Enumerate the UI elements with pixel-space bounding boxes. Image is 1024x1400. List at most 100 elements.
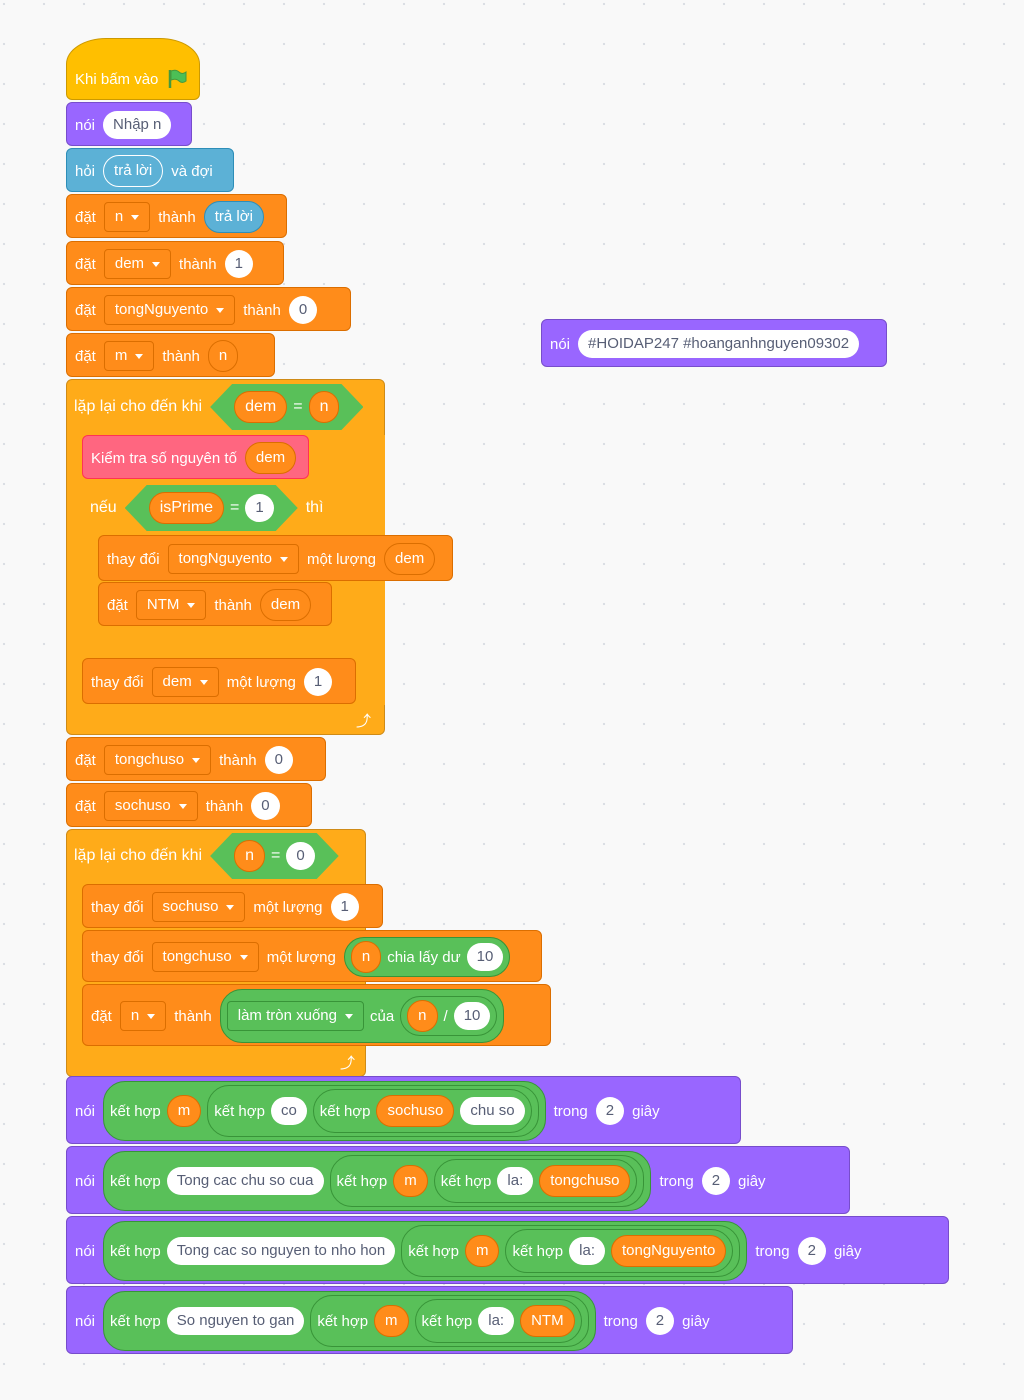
text-input[interactable]: co bbox=[270, 1097, 307, 1125]
variable-reporter[interactable]: n bbox=[350, 941, 382, 973]
set-variable-block[interactable]: đặt n thành trả lời bbox=[66, 194, 287, 238]
change-variable-block[interactable]: thay đổi tongchuso một lượng n chia lấy … bbox=[82, 930, 542, 982]
join-operator[interactable]: kết hợp la: tongNguyento bbox=[505, 1229, 734, 1273]
join-operator[interactable]: kết hợp la: tongchuso bbox=[433, 1159, 638, 1203]
set-variable-block[interactable]: đặt dem thành 1 bbox=[66, 241, 284, 285]
function-dropdown[interactable]: làm tròn xuống bbox=[226, 1001, 364, 1031]
variable-dropdown[interactable]: n bbox=[119, 1001, 167, 1031]
change-label: thay đổi bbox=[107, 550, 160, 568]
variable-reporter[interactable]: n bbox=[207, 340, 239, 372]
text-input[interactable]: Tong cac so nguyen to nho hon bbox=[166, 1237, 396, 1265]
say-text-input[interactable]: Nhập n bbox=[103, 111, 172, 139]
equals-condition[interactable]: isPrime = 1 bbox=[125, 485, 298, 531]
join-operator[interactable]: kết hợp co kết hợp sochuso chu so bbox=[207, 1085, 539, 1137]
answer-reporter[interactable]: trả lời bbox=[103, 155, 164, 187]
value-input[interactable]: 1 bbox=[330, 893, 359, 921]
change-variable-block[interactable]: thay đổi tongNguyento một lượng dem bbox=[98, 535, 453, 581]
join-operator[interactable]: kết hợp Tong cac so nguyen to nho hon kế… bbox=[103, 1221, 748, 1281]
say-for-secs-block[interactable]: nói kết hợp Tong cac chu so cua kết hợp … bbox=[66, 1146, 850, 1214]
change-variable-block[interactable]: thay đổi sochuso một lượng 1 bbox=[82, 884, 383, 928]
say-block[interactable]: nói Nhập n bbox=[66, 102, 192, 146]
text-input[interactable]: chu so bbox=[460, 1097, 525, 1125]
value-input[interactable]: 0 bbox=[286, 842, 314, 870]
divide-operator[interactable]: n / 10 bbox=[400, 996, 498, 1036]
value-input[interactable]: 0 bbox=[288, 296, 318, 324]
join-label: kết hợp bbox=[319, 1102, 371, 1120]
say-for-secs-block[interactable]: nói kết hợp Tong cac so nguyen to nho ho… bbox=[66, 1216, 949, 1284]
say-for-secs-block[interactable]: nói kết hợp So nguyen to gan kết hợp m k… bbox=[66, 1286, 793, 1354]
text-input[interactable]: la: bbox=[478, 1307, 515, 1335]
join-operator[interactable]: kết hợp m kết hợp la: tongNguyento bbox=[401, 1225, 741, 1277]
value-input[interactable]: 1 bbox=[245, 494, 273, 522]
variable-reporter[interactable]: isPrime bbox=[149, 492, 224, 524]
floating-say-block[interactable]: nói #HOIDAP247 #hoanganhnguyen09302 bbox=[541, 319, 887, 367]
variable-reporter[interactable]: NTM bbox=[520, 1305, 575, 1337]
value-input[interactable]: 0 bbox=[251, 792, 280, 820]
text-input[interactable]: la: bbox=[569, 1237, 605, 1265]
join-operator[interactable]: kết hợp sochuso chu so bbox=[312, 1089, 532, 1133]
set-label: đặt bbox=[75, 347, 96, 365]
variable-dropdown[interactable]: tongNguyento bbox=[167, 544, 299, 574]
equals-condition[interactable]: n = 0 bbox=[210, 833, 339, 879]
value-input[interactable]: 0 bbox=[264, 746, 293, 774]
set-variable-block[interactable]: đặt n thành làm tròn xuống của n / 10 bbox=[82, 984, 551, 1046]
variable-reporter[interactable]: dem bbox=[384, 543, 436, 575]
variable-reporter[interactable]: dem bbox=[244, 442, 297, 474]
variable-reporter[interactable]: dem bbox=[234, 391, 287, 423]
say-text-input[interactable]: #HOIDAP247 #hoanganhnguyen09302 bbox=[578, 330, 860, 358]
text-input[interactable]: Tong cac chu so cua bbox=[166, 1167, 324, 1195]
mod-operator[interactable]: n chia lấy dư 10 bbox=[343, 937, 511, 977]
equals-condition[interactable]: dem = n bbox=[210, 384, 363, 430]
variable-dropdown[interactable]: sochuso bbox=[151, 892, 246, 922]
variable-dropdown[interactable]: tongchuso bbox=[151, 942, 259, 972]
variable-dropdown[interactable]: m bbox=[103, 341, 155, 371]
join-operator[interactable]: kết hợp Tong cac chu so cua kết hợp m kế… bbox=[103, 1151, 652, 1211]
variable-dropdown[interactable]: NTM bbox=[135, 590, 207, 620]
variable-dropdown[interactable]: tongNguyento bbox=[103, 295, 236, 325]
value-input[interactable]: 1 bbox=[303, 668, 333, 696]
variable-reporter[interactable]: m bbox=[166, 1095, 202, 1127]
variable-reporter[interactable]: tongNguyento bbox=[610, 1235, 727, 1267]
seconds-input[interactable]: 2 bbox=[645, 1307, 675, 1335]
value-input[interactable]: 10 bbox=[466, 943, 504, 971]
change-variable-block[interactable]: thay đổi dem một lượng 1 bbox=[82, 658, 356, 704]
math-function-operator[interactable]: làm tròn xuống của n / 10 bbox=[219, 989, 505, 1043]
variable-reporter[interactable]: m bbox=[374, 1305, 409, 1337]
text-input[interactable]: So nguyen to gan bbox=[166, 1307, 305, 1335]
variable-reporter[interactable]: n bbox=[407, 1000, 438, 1032]
variable-reporter[interactable]: m bbox=[464, 1235, 500, 1267]
variable-reporter[interactable]: n bbox=[234, 840, 265, 872]
answer-reporter[interactable]: trả lời bbox=[203, 201, 264, 233]
variable-dropdown[interactable]: dem bbox=[151, 667, 219, 697]
when-flag-clicked-hat[interactable]: Khi bấm vào bbox=[66, 38, 200, 100]
set-variable-block[interactable]: đặt m thành n bbox=[66, 333, 275, 377]
ask-and-wait-block[interactable]: hỏi trả lời và đợi bbox=[66, 148, 234, 192]
variable-dropdown[interactable]: sochuso bbox=[103, 791, 198, 821]
join-operator[interactable]: kết hợp So nguyen to gan kết hợp m kết h… bbox=[103, 1291, 596, 1351]
set-variable-block[interactable]: đặt NTM thành dem bbox=[98, 582, 332, 626]
for-label: trong bbox=[755, 1242, 790, 1260]
seconds-input[interactable]: 2 bbox=[797, 1237, 826, 1265]
variable-reporter[interactable]: n bbox=[309, 391, 340, 423]
say-for-secs-block[interactable]: nói kết hợp m kết hợp co kết hợp sochuso… bbox=[66, 1076, 741, 1144]
set-variable-block[interactable]: đặt tongNguyento thành 0 bbox=[66, 287, 351, 331]
variable-dropdown[interactable]: n bbox=[103, 202, 151, 232]
variable-reporter[interactable]: tongchuso bbox=[539, 1165, 631, 1197]
join-operator[interactable]: kết hợp m kết hợp la: NTM bbox=[310, 1295, 589, 1347]
value-input[interactable]: 10 bbox=[453, 1002, 491, 1030]
custom-procedure-block[interactable]: Kiểm tra số nguyên tố dem bbox=[82, 435, 309, 479]
join-operator[interactable]: kết hợp m kết hợp co kết hợp sochuso chu… bbox=[103, 1081, 546, 1141]
variable-dropdown[interactable]: tongchuso bbox=[103, 745, 212, 775]
join-operator[interactable]: kết hợp m kết hợp la: tongchuso bbox=[329, 1155, 645, 1207]
variable-reporter[interactable]: m bbox=[393, 1165, 428, 1197]
value-input[interactable]: 1 bbox=[224, 250, 253, 278]
variable-reporter[interactable]: dem bbox=[259, 589, 312, 621]
set-variable-block[interactable]: đặt sochuso thành 0 bbox=[66, 783, 312, 827]
join-operator[interactable]: kết hợp la: NTM bbox=[414, 1299, 582, 1343]
variable-reporter[interactable]: sochuso bbox=[376, 1095, 455, 1127]
seconds-input[interactable]: 2 bbox=[701, 1167, 731, 1195]
seconds-input[interactable]: 2 bbox=[595, 1097, 625, 1125]
text-input[interactable]: la: bbox=[497, 1167, 534, 1195]
variable-dropdown[interactable]: dem bbox=[103, 249, 172, 279]
set-variable-block[interactable]: đặt tongchuso thành 0 bbox=[66, 737, 326, 781]
